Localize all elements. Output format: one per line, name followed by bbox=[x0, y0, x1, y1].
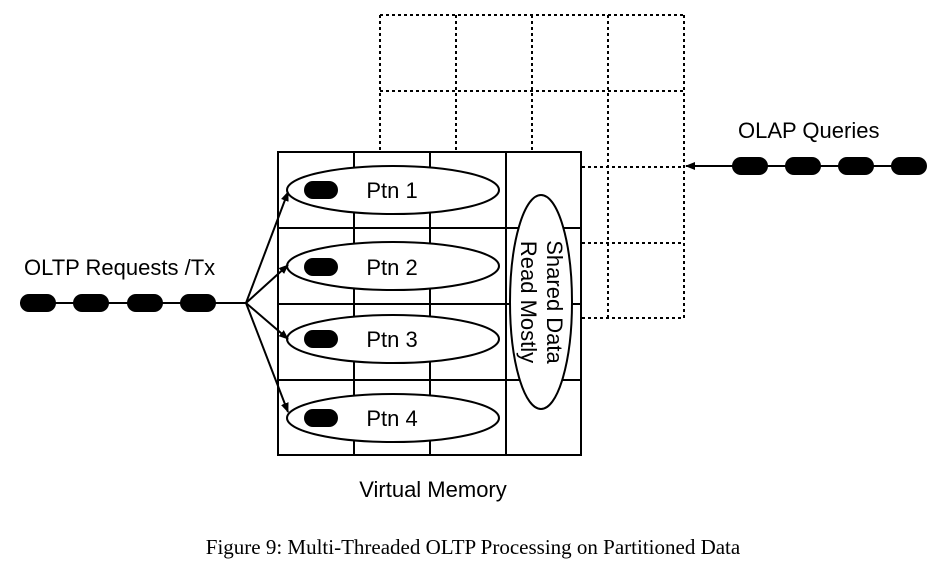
partition-label: Ptn 2 bbox=[366, 255, 417, 280]
partition-ptn-2: Ptn 2 bbox=[286, 241, 500, 291]
figure-caption: Figure 9: Multi-Threaded OLTP Processing… bbox=[206, 535, 741, 559]
partition-ptn-3: Ptn 3 bbox=[286, 314, 500, 364]
partition-label: Ptn 3 bbox=[366, 327, 417, 352]
transaction-pill-icon bbox=[180, 294, 216, 312]
transaction-pill-icon bbox=[304, 258, 338, 276]
partition-label: Ptn 4 bbox=[366, 406, 417, 431]
shared-data-label: Shared Data bbox=[542, 240, 567, 364]
arrow-to-ptn-3 bbox=[245, 302, 289, 340]
transaction-pill-icon bbox=[304, 409, 338, 427]
transaction-pill-icon bbox=[127, 294, 163, 312]
query-pill-icon bbox=[785, 157, 821, 175]
query-pill-icon bbox=[732, 157, 768, 175]
oltp-requests-label: OLTP Requests /Tx bbox=[24, 255, 215, 280]
partition-ptn-1: Ptn 1 bbox=[286, 165, 500, 215]
transaction-pill-icon bbox=[20, 294, 56, 312]
query-pill-icon bbox=[838, 157, 874, 175]
arrow-to-ptn-4 bbox=[245, 302, 289, 413]
read-mostly-label: Read Mostly bbox=[516, 241, 541, 363]
virtual-memory-label: Virtual Memory bbox=[359, 477, 507, 502]
query-pill-icon bbox=[891, 157, 927, 175]
olap-query-stream: OLAP Queries bbox=[685, 118, 927, 175]
transaction-pill-icon bbox=[73, 294, 109, 312]
shared-data-ellipse: Shared Data Read Mostly bbox=[509, 194, 573, 410]
transaction-pill-icon bbox=[304, 330, 338, 348]
arrow-to-ptn-1 bbox=[245, 191, 289, 304]
olap-snapshot-grid bbox=[379, 14, 685, 319]
transaction-pill-icon bbox=[304, 181, 338, 199]
arrow-to-ptn-2 bbox=[245, 264, 289, 304]
partition-ptn-4: Ptn 4 bbox=[286, 393, 500, 443]
olap-queries-label: OLAP Queries bbox=[738, 118, 879, 143]
partition-label: Ptn 1 bbox=[366, 178, 417, 203]
oltp-request-stream: OLTP Requests /Tx bbox=[20, 191, 289, 413]
